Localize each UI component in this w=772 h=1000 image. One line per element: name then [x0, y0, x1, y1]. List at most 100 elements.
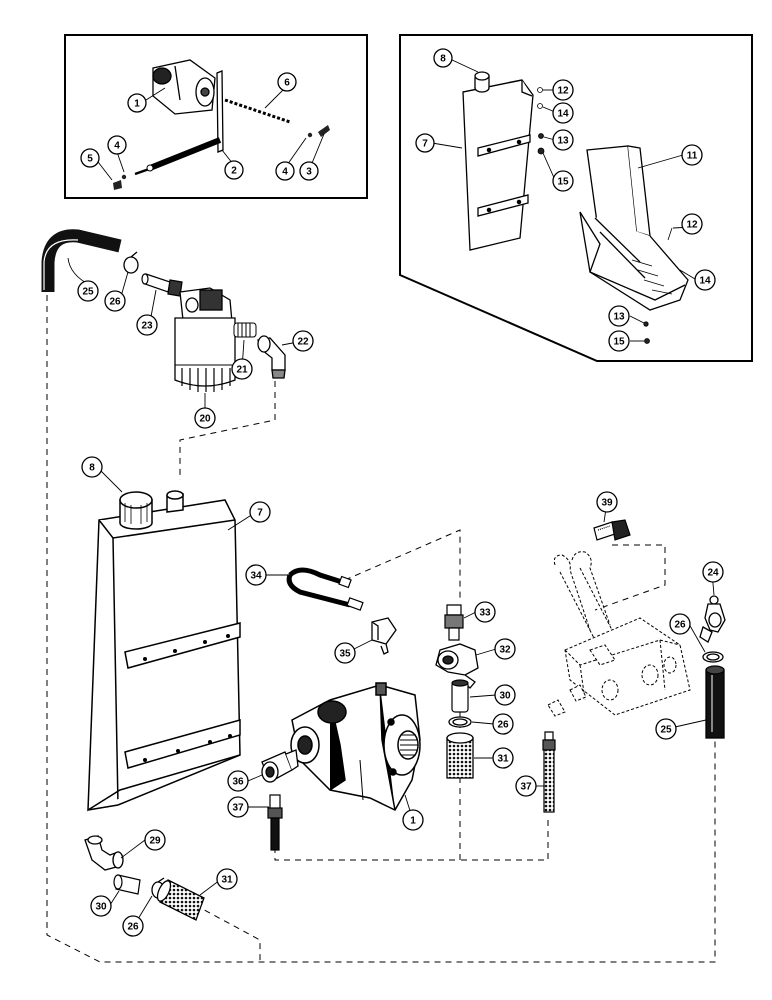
callout-24: 24: [702, 561, 724, 583]
svg-text:24: 24: [707, 568, 719, 579]
svg-text:25: 25: [660, 725, 672, 736]
callout-12-bottom: 12: [681, 213, 703, 235]
callout-2: 2: [224, 160, 244, 180]
callout-15-top: 15: [552, 170, 574, 192]
svg-text:13: 13: [557, 136, 569, 147]
elbow-29-drawing: [84, 835, 124, 871]
svg-text:2: 2: [231, 166, 237, 177]
callout-31-left: 31: [216, 868, 238, 890]
callout-25-top: 25: [77, 280, 99, 302]
line-34-drawing: [286, 567, 364, 611]
clamp-26-valve-drawing: [702, 651, 724, 663]
svg-text:4: 4: [114, 141, 120, 152]
svg-text:6: 6: [284, 78, 290, 89]
svg-text:14: 14: [557, 109, 569, 120]
elbow-35-drawing: [371, 617, 397, 655]
callout-30-left: 30: [90, 895, 112, 917]
svg-text:3: 3: [306, 167, 312, 178]
callout-36: 36: [227, 770, 249, 792]
svg-text:23: 23: [141, 321, 153, 332]
svg-text:22: 22: [297, 337, 309, 348]
elbow-24-drawing: [699, 595, 726, 643]
inset-tank-drawing: [462, 71, 534, 251]
callout-8-main: 8: [81, 456, 103, 478]
hose-25-highlight: [43, 239, 79, 290]
svg-text:31: 31: [221, 875, 233, 886]
callout-3: 3: [299, 161, 319, 181]
callout-31-right: 31: [492, 747, 514, 769]
inset-bracket-drawing: [216, 70, 224, 153]
callout-14-bottom: 14: [694, 269, 716, 291]
svg-text:31: 31: [497, 754, 509, 765]
fitting-33-drawing: [444, 604, 464, 641]
callout-32: 32: [494, 638, 516, 660]
callout-5: 5: [80, 148, 100, 168]
callout-7-inset: 7: [415, 133, 435, 153]
callout-37-right: 37: [515, 775, 537, 797]
callout-4-left: 4: [107, 135, 127, 155]
clamp-26-top-drawing: [123, 251, 139, 274]
hose-37-right-drawing: [542, 731, 556, 813]
svg-text:8: 8: [89, 463, 95, 474]
callout-1-inset: 1: [127, 93, 147, 113]
reservoir-tank-7-drawing: [87, 490, 241, 812]
callout-20: 20: [194, 407, 216, 429]
callout-4-right: 4: [275, 161, 295, 181]
svg-text:34: 34: [250, 571, 262, 582]
svg-text:32: 32: [499, 645, 511, 656]
inset-rod-drawing: [224, 98, 291, 124]
svg-text:13: 13: [613, 312, 625, 323]
svg-text:30: 30: [95, 902, 107, 913]
callout-26-left: 26: [122, 915, 144, 937]
elbow-32-drawing: [435, 643, 479, 689]
filter-20-drawing: [174, 287, 236, 392]
svg-text:21: 21: [236, 365, 248, 376]
callout-13-bottom: 13: [608, 305, 630, 327]
pump-1-drawing: [290, 682, 421, 811]
svg-text:26: 26: [127, 922, 139, 933]
callout-13-top: 13: [552, 129, 574, 151]
svg-text:36: 36: [232, 777, 244, 788]
svg-text:20: 20: [199, 414, 211, 425]
callout-11: 11: [681, 144, 703, 166]
callout-33: 33: [474, 601, 496, 623]
callout-26-top: 26: [104, 290, 126, 312]
inset-bracket-11-drawing: [579, 145, 689, 311]
callout-30-right: 30: [494, 684, 516, 706]
elbow-22-drawing: [257, 335, 286, 379]
hose-31-left-drawing: [156, 879, 205, 921]
hose-37-left-drawing: [267, 794, 283, 851]
callout-26-right: 26: [492, 713, 514, 735]
tube-30-left-drawing: [113, 874, 141, 895]
svg-text:26: 26: [674, 620, 686, 631]
callout-26-valve: 26: [669, 613, 691, 635]
elbow-36-drawing: [261, 749, 299, 783]
svg-text:12: 12: [686, 220, 698, 231]
fitting-23-drawing: [141, 273, 183, 297]
svg-text:5: 5: [87, 154, 93, 165]
svg-text:11: 11: [687, 151, 698, 162]
callout-12-top: 12: [552, 79, 574, 101]
control-valve-drawing: [547, 551, 691, 717]
svg-text:4: 4: [282, 167, 288, 178]
inset-pump-drawing: [152, 59, 216, 115]
svg-text:7: 7: [257, 508, 263, 519]
hose-31-right-drawing: [446, 732, 474, 779]
callout-7-main: 7: [249, 501, 271, 523]
fitting-39-drawing: [593, 519, 631, 541]
svg-text:7: 7: [422, 139, 428, 150]
callout-6: 6: [277, 72, 297, 92]
svg-text:39: 39: [601, 498, 613, 509]
svg-text:29: 29: [149, 836, 161, 847]
inset-tank-hardware: [537, 87, 673, 344]
callout-14-top: 14: [552, 102, 574, 124]
callout-34: 34: [245, 564, 267, 586]
callout-8-inset: 8: [433, 48, 453, 68]
callout-23: 23: [136, 314, 158, 336]
callout-39: 39: [596, 491, 618, 513]
svg-text:12: 12: [557, 86, 569, 97]
svg-text:26: 26: [109, 297, 121, 308]
svg-text:37: 37: [232, 803, 244, 814]
callout-29: 29: [144, 829, 166, 851]
